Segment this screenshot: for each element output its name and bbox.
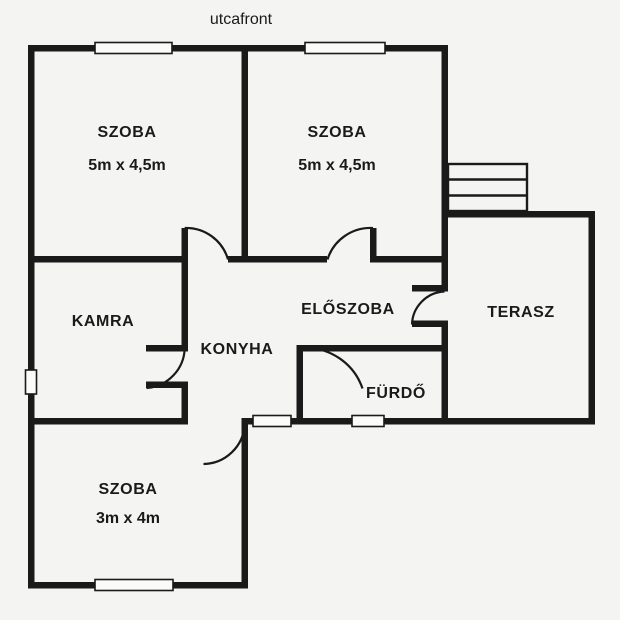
- room-dim-szoba-bottom: 3m x 4m: [95, 510, 161, 527]
- wall-konyha-bottom: [241, 418, 448, 425]
- window-kamra-left: [24, 369, 38, 395]
- window-furdo-bottom: [351, 414, 385, 428]
- wall-terasz-right: [588, 211, 595, 425]
- wall-kamra-right-lower: [181, 388, 188, 425]
- window-konyha-bottom: [252, 414, 292, 428]
- room-dim-szoba-top-right: 5m x 4,5m: [298, 157, 376, 174]
- windows-group: [24, 41, 386, 592]
- wall-furdo-left: [296, 345, 303, 425]
- room-label-furdo: FÜRDŐ: [366, 385, 426, 402]
- door-arc-szoba-top-left: [184, 226, 230, 260]
- room-label-kamra: KAMRA: [71, 313, 135, 330]
- room-label-konyha: KONYHA: [200, 341, 274, 358]
- door-arc-szoba-top-right: [326, 226, 374, 260]
- room-dim-szoba-top-left: 5m x 4,5m: [88, 157, 166, 174]
- wall-kamra-szoba-divider: [28, 418, 188, 425]
- wall-konyha-left-indent-bottom: [146, 381, 188, 388]
- wall-terasz-top: [441, 211, 595, 218]
- wall-furdo-door-jamb: [363, 345, 370, 352]
- stairs-group: [446, 162, 529, 213]
- wall-szoba-divider-vertical: [241, 45, 248, 262]
- wall-furdo-top-right: [370, 345, 448, 352]
- wall-terasz-door-opening: [441, 291, 448, 321]
- wall-eloszoba-terasz-jamb-bottom: [412, 320, 448, 327]
- wall-terasz-bottom: [441, 418, 595, 425]
- room-label-szoba-top-right: SZOBA: [307, 124, 367, 141]
- wall-lower-szoba-right: [241, 418, 248, 589]
- room-label-terasz: TERASZ: [487, 304, 555, 321]
- window-lower-szoba-bottom: [94, 578, 174, 592]
- wall-top-left-szoba-bottom: [28, 256, 188, 263]
- wall-door-jamb-szoba-left: [181, 228, 188, 262]
- wall-top-right-szoba-bottom-left: [248, 256, 327, 263]
- wall-konyha-left-indent-top: [146, 345, 188, 352]
- wall-eloszoba-terasz-jamb-top: [412, 285, 448, 292]
- wall-door-jamb-szoba-right: [370, 228, 377, 262]
- wall-kamra-right-upper: [181, 262, 188, 345]
- utcafront-label: utcafront: [209, 11, 273, 28]
- stairs-outline: [446, 162, 529, 213]
- window-top-right: [304, 41, 386, 55]
- wall-exterior-right-upper: [441, 45, 448, 211]
- window-top-left: [94, 41, 173, 55]
- wall-furdo-top-left: [296, 345, 363, 352]
- room-label-eloszoba: ELŐSZOBA: [301, 301, 395, 318]
- wall-exterior-left: [28, 45, 35, 589]
- wall-top-left-szoba-bottom-stub: [228, 256, 248, 263]
- wall-top-right-szoba-bottom-right: [370, 256, 448, 263]
- door-arc-terasz: [410, 290, 445, 325]
- room-label-szoba-bottom: SZOBA: [98, 481, 158, 498]
- room-label-szoba-top-left: SZOBA: [97, 124, 157, 141]
- door-arc-szoba-lower: [203, 424, 246, 466]
- door-arc-furdo: [302, 346, 364, 389]
- wall-exterior-top: [28, 45, 448, 52]
- door-arc-kamra: [146, 347, 186, 390]
- doors-group: [146, 226, 445, 466]
